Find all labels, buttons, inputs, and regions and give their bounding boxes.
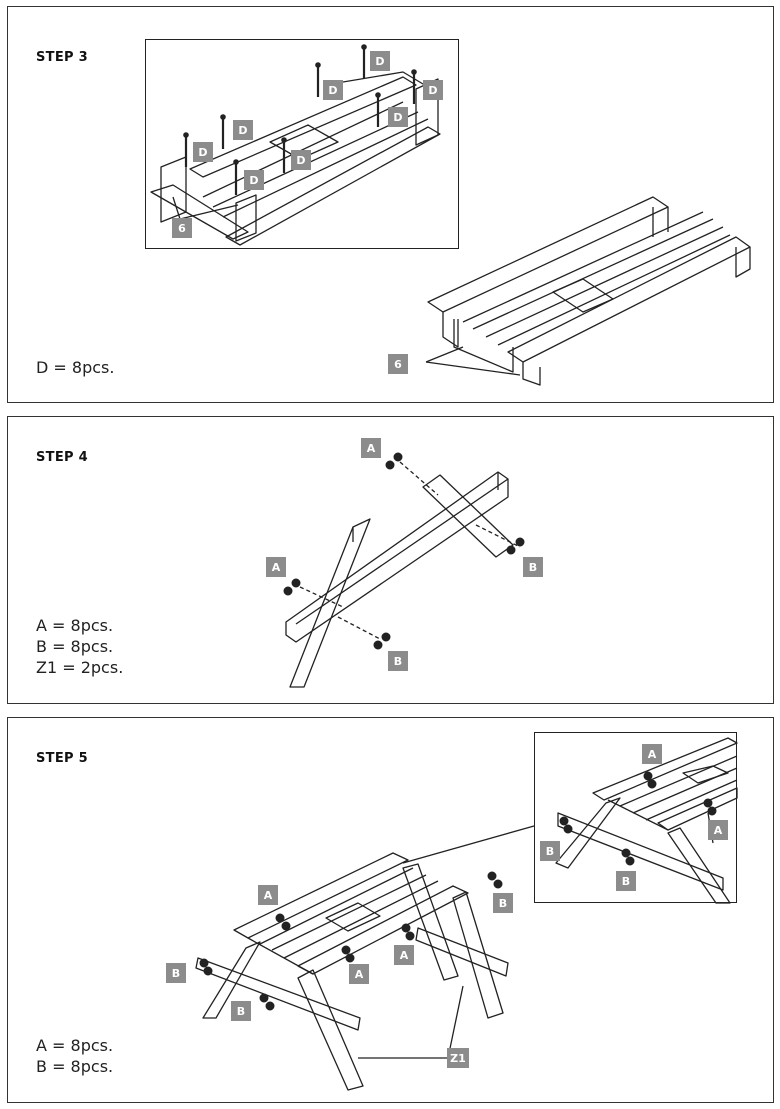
table-top-board-back (233, 852, 409, 939)
svg-text:A: A (355, 968, 364, 981)
step-4-illustration: A B A B (266, 438, 543, 688)
step-4-tags: A B A B (266, 438, 543, 671)
step-5-illustration: A A A B B B Z1 A A B B (166, 737, 738, 1091)
step-3-tags: D D D D D D D D 6 6 (172, 51, 443, 374)
step-4-quantities: A = 8pcs. B = 8pcs. Z1 = 2pcs. (36, 615, 123, 678)
step-5-panel: STEP 5 A = 8pcs. B = 8pcs. (7, 717, 774, 1103)
qty-a: A = 8pcs. (36, 1036, 114, 1055)
svg-text:6: 6 (394, 358, 402, 371)
tag-b-main-3: B (231, 1001, 251, 1021)
tag-a-2: A (266, 557, 286, 577)
step-5-quantities: A = 8pcs. B = 8pcs. (36, 1035, 113, 1077)
step-3-illustration: D D D D D D D D 6 6 (150, 44, 751, 386)
step-3-title: STEP 3 (36, 50, 89, 65)
table-leg-front-left (297, 969, 364, 1091)
tag-a-main-3: A (394, 945, 414, 965)
tag-b-1: B (523, 557, 543, 577)
svg-text:A: A (648, 748, 657, 761)
qty-b: B = 8pcs. (36, 1057, 114, 1076)
svg-text:D: D (198, 146, 207, 159)
inset-board-left-end (160, 156, 187, 223)
table-top-board-front (297, 885, 469, 975)
svg-text:B: B (394, 655, 402, 668)
svg-text:D: D (249, 174, 258, 187)
leg-back-piece (422, 474, 514, 558)
svg-text:B: B (237, 1005, 245, 1018)
tag-d-5: D (233, 120, 253, 140)
svg-text:A: A (400, 949, 409, 962)
tag-part-6-main: 6 (388, 354, 408, 374)
table-lower-beam-right (415, 927, 509, 977)
svg-text:D: D (238, 124, 247, 137)
svg-text:B: B (529, 561, 537, 574)
tag-d-3: D (423, 80, 443, 100)
step-5-tags: A A A B B B Z1 A A B B (166, 744, 728, 1068)
step-3-panel: STEP 3 D = 8pcs. (7, 6, 774, 403)
tag-d-8: D (244, 170, 264, 190)
qty-b: B = 8pcs. (36, 637, 114, 656)
table-cross-brace (325, 902, 381, 932)
qty-d: D = 8pcs. (36, 358, 115, 377)
svg-text:B: B (172, 967, 180, 980)
svg-text:D: D (393, 111, 402, 124)
step-5-title: STEP 5 (36, 751, 89, 766)
step-3-quantities: D = 8pcs. (36, 357, 114, 378)
tag-d-4: D (388, 107, 408, 127)
step-5-detail-inset (534, 732, 737, 903)
tag-b-2: B (388, 651, 408, 671)
tag-d-1: D (370, 51, 390, 71)
main-long-board-front (507, 236, 751, 363)
table-leg-back-left (202, 941, 261, 1019)
cross-beam (285, 471, 509, 643)
svg-text:B: B (546, 845, 554, 858)
svg-text:D: D (428, 84, 437, 97)
tag-part-6-inset: 6 (172, 218, 192, 238)
step-4-title: STEP 4 (36, 450, 89, 465)
tag-d-2: D (323, 80, 343, 100)
step-4-panel: STEP 4 A = 8pcs. B = 8pcs. Z1 = 2pcs. A … (7, 416, 774, 704)
svg-text:A: A (264, 889, 273, 902)
svg-text:A: A (272, 561, 281, 574)
tag-b-inset-1: B (540, 841, 560, 861)
table-lower-beam-left (195, 957, 361, 1031)
tag-d-7: D (291, 150, 311, 170)
svg-text:6: 6 (178, 222, 186, 235)
tag-a-main-2: A (349, 964, 369, 984)
tag-a-main-1: A (258, 885, 278, 905)
svg-text:A: A (367, 442, 376, 455)
tag-b-main-1: B (493, 893, 513, 913)
qty-z1: Z1 = 2pcs. (36, 658, 124, 677)
tag-a-1: A (361, 438, 381, 458)
svg-text:A: A (714, 824, 723, 837)
svg-text:B: B (622, 875, 630, 888)
step-3-detail-inset (145, 39, 459, 249)
main-cross-brace (552, 278, 614, 313)
tag-d-6: D (193, 142, 213, 162)
inset-cross-brace (269, 124, 339, 160)
table-leg-back-right (402, 863, 459, 981)
tag-b-inset-2: B (616, 871, 636, 891)
svg-text:D: D (328, 84, 337, 97)
svg-text:D: D (296, 154, 305, 167)
tag-z1: Z1 (447, 1048, 469, 1068)
tag-a-inset-2: A (708, 820, 728, 840)
svg-text:D: D (375, 55, 384, 68)
tag-b-main-2: B (166, 963, 186, 983)
tag-a-inset-1: A (642, 744, 662, 764)
svg-text:B: B (499, 897, 507, 910)
svg-text:Z1: Z1 (450, 1052, 466, 1065)
qty-a: A = 8pcs. (36, 616, 114, 635)
leg-front (289, 518, 371, 688)
table-leg-front-right (452, 891, 504, 1019)
